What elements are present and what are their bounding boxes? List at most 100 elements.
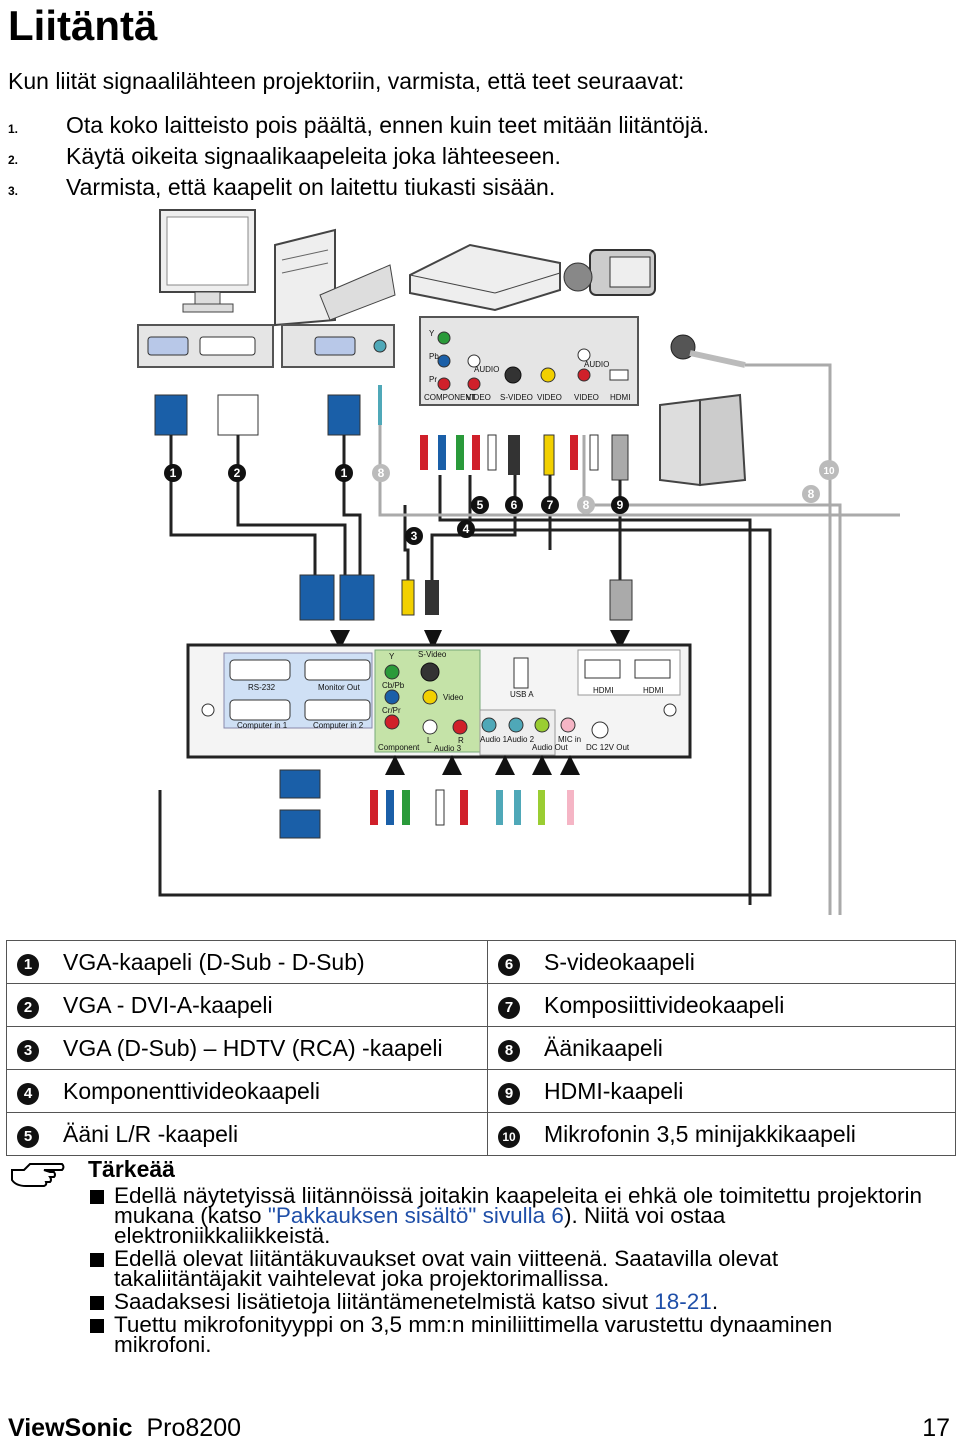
port-label: Y <box>389 652 395 661</box>
step-text: Käytä oikeita signaalikaapeleita joka lä… <box>66 143 561 169</box>
legend-number: 4 <box>17 1083 39 1106</box>
port-label: MIC in <box>558 735 581 744</box>
port-label: Monitor Out <box>318 683 361 692</box>
note-item: Saadaksesi lisätietoja liitäntämenetelmi… <box>90 1289 930 1314</box>
legend-number: 2 <box>17 997 39 1020</box>
footer-brand: ViewSonic <box>8 1414 133 1442</box>
table-row: 3 VGA (D-Sub) – HDTV (RCA) -kaapeli 8 Ääni… <box>6 1026 956 1070</box>
source-label: HDMI <box>610 393 630 402</box>
note-item: Edellä olevat liitäntäkuvaukset ovat vai… <box>90 1247 930 1290</box>
legend-cell: 5 Ääni L/R -kaapeli <box>6 1112 488 1156</box>
port-label: Component <box>378 743 420 752</box>
steps-list: 1.Ota koko laitteisto pois päältä, ennen… <box>8 110 709 203</box>
legend-cell: 7 Komposiittivideokaapeli <box>487 983 956 1027</box>
speakers-icon <box>659 393 747 487</box>
port-label: S-Video <box>418 650 447 659</box>
legend-cell: 9 HDMI-kaapeli <box>487 1069 956 1113</box>
legend-number: 5 <box>17 1126 39 1149</box>
callout-badge: 10 <box>819 460 839 480</box>
callout-number: 3 <box>411 529 418 543</box>
monitor-icon <box>159 209 256 313</box>
callout-badge: 2 <box>228 464 246 482</box>
callout-badge: 5 <box>471 496 489 514</box>
legend-number: 9 <box>498 1083 520 1106</box>
note-title: Tärkeää <box>88 1156 175 1182</box>
callout-badge: 1 <box>335 464 353 482</box>
footer: ViewSonic Pro8200 <box>8 1414 241 1443</box>
legend-number: 10 <box>498 1126 520 1149</box>
port-label: Audio Out <box>532 743 568 752</box>
step-number: 2. <box>8 153 19 167</box>
bullet-square-icon <box>90 1296 104 1310</box>
source-label: AUDIO <box>584 360 609 369</box>
legend-cell: 6 S-videokaapeli <box>487 940 956 984</box>
callout-badge: 7 <box>541 496 559 514</box>
source-label: Pb <box>429 352 439 361</box>
legend-cell: 4 Komponenttivideokaapeli <box>6 1069 488 1113</box>
note-item: Edellä näytetyissä liitännöissä joitakin… <box>90 1184 930 1247</box>
port-label: Computer in 1 <box>237 721 288 730</box>
callout-number: 8 <box>808 487 815 501</box>
port-label: Computer in 2 <box>313 721 364 730</box>
note-item: Tuettu mikrofonityyppi on 3,5 mm:n minil… <box>90 1313 930 1356</box>
step-item: 3. Varmista, että kaapelit on laitettu ti… <box>8 172 709 203</box>
legend-text: HDMI-kaapeli <box>544 1077 684 1104</box>
callout-badge: 6 <box>505 496 523 514</box>
legend-number: 6 <box>498 954 520 977</box>
port-label: L <box>427 736 432 745</box>
page-link[interactable]: "Pakkauksen sisältö" sivulla 6 <box>267 1203 564 1228</box>
callout-number: 2 <box>234 466 241 480</box>
legend-number: 8 <box>498 1040 520 1063</box>
callout-number: 4 <box>463 522 470 536</box>
port-label: Cr/Pr <box>382 706 401 715</box>
source-label: S-VIDEO <box>500 393 533 402</box>
step-item: 2. Käytä oikeita signaalikaapeleita joka … <box>8 141 709 172</box>
legend-text: VGA (D-Sub) – HDTV (RCA) -kaapeli <box>63 1034 443 1061</box>
connection-diagram: Y Pb Pr AUDIO AUDIO COMPONENT VIDEO S-VI… <box>137 209 900 915</box>
legend-cell: 8 Äänikaapeli <box>487 1026 956 1070</box>
legend-text: Komposiittivideokaapeli <box>544 991 785 1018</box>
legend-text: Ääni L/R -kaapeli <box>63 1120 239 1147</box>
source-label: VIDEO <box>574 393 599 402</box>
source-label: AUDIO <box>474 365 499 374</box>
legend-text: Äänikaapeli <box>544 1034 663 1061</box>
bullet-square-icon <box>90 1319 104 1333</box>
callout-number: 8 <box>583 498 590 512</box>
legend-text: S-videokaapeli <box>544 948 695 975</box>
legend-text: VGA - DVI-A-kaapeli <box>63 991 273 1018</box>
table-row: 2 VGA - DVI-A-kaapeli 7 Komposiittivideoka… <box>6 983 956 1027</box>
camcorder-icon <box>563 249 656 296</box>
callout-number: 6 <box>511 498 518 512</box>
legend-cell: 2 VGA - DVI-A-kaapeli <box>6 983 488 1027</box>
port-label: HDMI <box>643 686 663 695</box>
pointing-hand-icon <box>11 1163 65 1187</box>
step-text: Varmista, että kaapelit on laitettu tiuk… <box>66 174 556 200</box>
callout-number: 8 <box>378 466 385 480</box>
legend-number: 3 <box>17 1040 39 1063</box>
callout-number: 10 <box>823 466 835 477</box>
legend-number: 7 <box>498 997 520 1020</box>
page-link[interactable]: 18-21 <box>654 1289 712 1314</box>
port-label: HDMI <box>593 686 613 695</box>
step-number: 3. <box>8 184 19 198</box>
callout-badge: 4 <box>457 520 475 538</box>
page-title: Liitäntä <box>8 2 158 49</box>
legend-cell: 3 VGA (D-Sub) – HDTV (RCA) -kaapeli <box>6 1026 488 1070</box>
step-text: Ota koko laitteisto pois päältä, ennen k… <box>66 112 710 138</box>
projector-panel <box>186 643 692 759</box>
note-list: Edellä näytetyissä liitännöissä joitakin… <box>90 1184 930 1358</box>
dvd-player-icon <box>409 243 561 312</box>
port-label: USB A <box>510 690 534 699</box>
intro-text: Kun liität signaalilähteen projektoriin,… <box>8 68 685 94</box>
legend-text: Komponenttivideokaapeli <box>63 1077 321 1104</box>
callout-number: 5 <box>477 498 484 512</box>
bullet-square-icon <box>90 1190 104 1204</box>
port-label: Audio 3 <box>434 744 462 753</box>
source-label: Y <box>429 329 435 338</box>
callout-badge: 3 <box>405 527 423 545</box>
source-label: VIDEO <box>466 393 491 402</box>
